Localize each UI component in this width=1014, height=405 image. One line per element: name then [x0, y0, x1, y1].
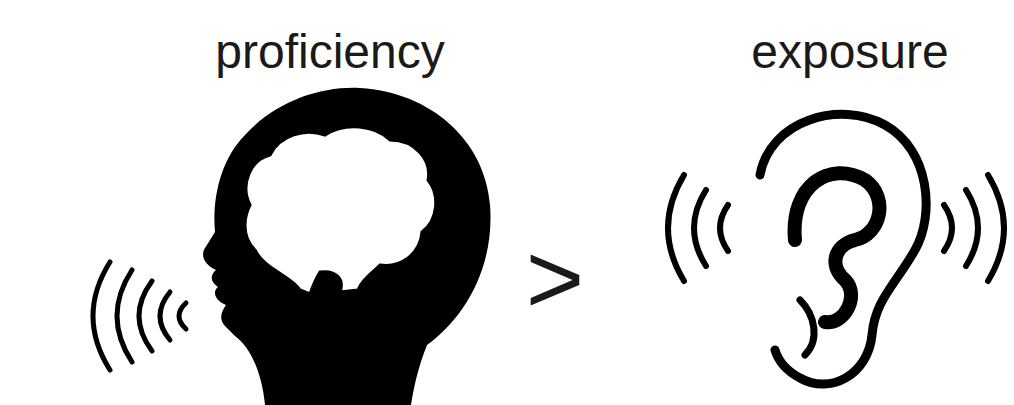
sound-waves-right	[944, 175, 1004, 281]
wave-arc	[988, 175, 1004, 281]
wave-arc	[160, 292, 170, 340]
brain-shape	[245, 127, 436, 294]
panel-heading: exposure	[710, 22, 990, 82]
head-silhouette	[203, 88, 490, 405]
ear-inner	[795, 173, 880, 322]
ear-outer	[760, 114, 926, 384]
wave-arc	[117, 270, 132, 362]
panel-heading: proficiency	[190, 22, 470, 82]
ear-icon	[668, 114, 1004, 384]
wave-arc	[720, 205, 728, 251]
wave-arc	[944, 205, 952, 251]
ear-lobe	[800, 300, 814, 355]
wave-arc	[668, 175, 684, 281]
wave-arc	[966, 190, 978, 266]
wave-arc	[93, 262, 110, 370]
sound-waves-left	[668, 175, 728, 281]
speech-waves	[93, 262, 186, 370]
icon-panel: exposure	[710, 22, 990, 400]
wave-arc	[179, 303, 186, 329]
comparison-symbol: >	[505, 228, 605, 328]
icon-panel: proficiency	[190, 22, 470, 400]
child-head-icon	[93, 88, 491, 405]
wave-arc	[694, 190, 706, 266]
wave-arc	[139, 281, 152, 351]
